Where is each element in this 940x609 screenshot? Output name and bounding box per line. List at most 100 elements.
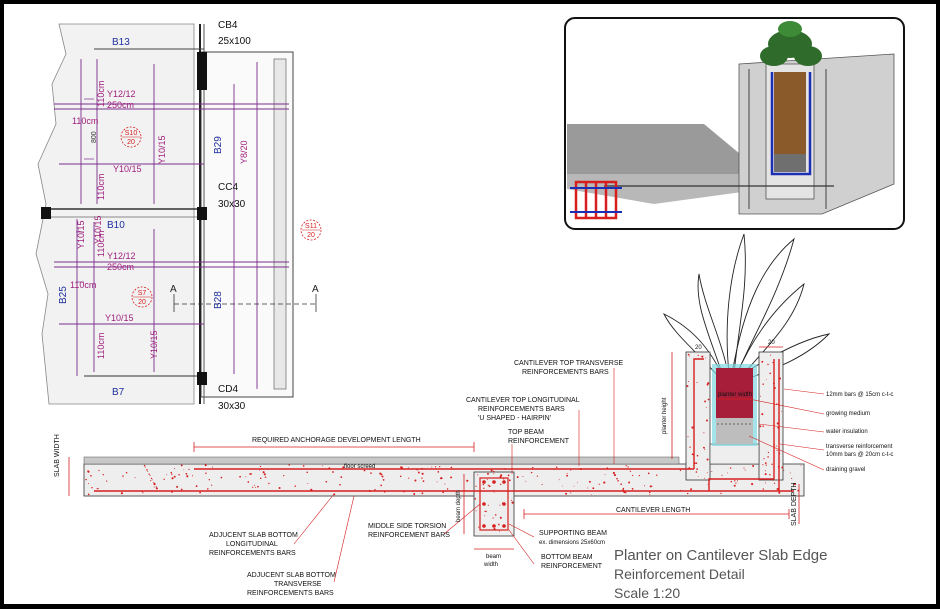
speckle-dot [705,406,707,408]
plant-sketch [662,233,831,381]
speckle-dot [259,477,262,480]
speckle-dot [421,492,424,495]
speckle-dot [721,474,723,476]
speckle-dot [413,492,416,496]
speckle-dot [474,498,477,500]
speckle-dot [766,379,767,380]
speckle-dot [475,485,477,487]
slab-tag: S11 20 [300,219,322,241]
adj-bottom-long-label: REINFORCEMENTS BARS [209,550,296,557]
drawing-sheet: A A B13 B10 B7 B25 B29 B28 CB4 25x100 CC… [4,4,936,604]
speckle-dot [102,474,104,476]
planter-width-label: planter width [718,392,752,398]
svg-text:12mm bars @ 15cm c-t-c: 12mm bars @ 15cm c-t-c [826,392,893,398]
speckle-dot [205,472,207,475]
speckle-dot [736,480,739,482]
speckle-dot [656,474,658,476]
title-line-3: Scale 1:20 [614,585,680,601]
speckle-dot [628,481,631,484]
speckle-dot [122,475,124,477]
speckle-dot [370,472,372,474]
speckle-dot [562,485,564,487]
speckle-dot [769,372,772,375]
speckle-dot [704,477,706,479]
dim-label: 110cm [96,333,106,359]
speckle-dot [148,473,150,475]
rebar-label: Y12/12 [107,89,136,99]
speckle-dot [486,479,488,481]
speckle-dot [381,475,384,478]
speckle-dot [499,530,500,532]
speckle-dot [649,485,652,488]
speckle-dot [450,466,453,469]
speckle-dot [704,448,706,450]
speckle-dot [697,476,699,477]
speckle-dot [525,480,527,482]
column-label: CC4 [218,182,238,193]
beam-label: B25 [58,286,69,304]
speckle-dot [383,491,386,493]
speckle-dot [90,474,92,477]
speckle-dot [173,467,176,470]
speckle-dot [707,398,710,401]
speckle-dot [703,446,705,449]
speckle-dot [171,477,174,480]
speckle-dot [186,475,189,478]
speckle-dot [516,476,519,479]
rebar-label: Y10/15 [105,313,134,323]
speckle-dot [380,484,383,487]
speckle-dot [417,471,420,474]
speckle-dot [288,464,290,466]
speckle-dot [558,490,560,492]
speckle-dot [776,449,778,451]
speckle-dot [696,468,698,470]
speckle-dot [450,476,453,479]
speckle-dot [153,482,155,484]
dimension-lines [68,346,800,550]
speckle-dot [421,472,424,475]
speckle-dot [400,466,403,469]
speckle-dot [638,474,641,477]
speckle-dot [97,487,99,490]
speckle-dot [727,472,729,474]
cantilever-top-longitudinal-label: CANTILEVER TOP LONGITUDINAL [466,397,580,404]
speckle-dot [421,477,423,479]
speckle-dot [771,463,773,466]
speckle-dot [144,466,146,468]
bar-dots [482,480,506,528]
speckle-dot [339,483,341,486]
speckle-dot [180,464,183,467]
floor-screed-label: floor screed [344,464,375,470]
speckle-dot [163,478,165,480]
speckle-dot [777,426,780,429]
leader-lines [293,368,825,583]
speckle-dot [247,481,250,483]
speckle-dot [147,470,149,472]
middle-torsion-label: REINFORCEMENT BARS [368,532,450,539]
beam-label: B10 [107,220,125,231]
speckle-dot [759,425,762,428]
speckle-dot [762,383,764,385]
speckle-dot [688,467,691,470]
speckle-dot [149,475,151,477]
inset-planter-wall [738,53,895,215]
speckle-dot [778,491,781,494]
speckle-dot [625,465,627,467]
speckle-dot [322,465,324,467]
planter-height-label: planter height [662,397,668,434]
beam-label: B13 [112,37,130,48]
speckle-dot [369,490,371,493]
speckle-dot [374,489,376,491]
speckle-dot [499,504,501,506]
speckle-dot [689,446,691,448]
speckle-dot [492,517,494,519]
speckle-dot [730,480,733,483]
speckle-dot [484,510,486,512]
speckle-dot [648,491,651,494]
slab-tag: S7 20 [131,286,153,308]
speckle-dot [342,466,345,469]
speckle-dot [690,488,693,491]
speckle-dot [499,516,502,519]
speckle-dot [696,381,698,384]
speckle-dot [498,523,500,526]
